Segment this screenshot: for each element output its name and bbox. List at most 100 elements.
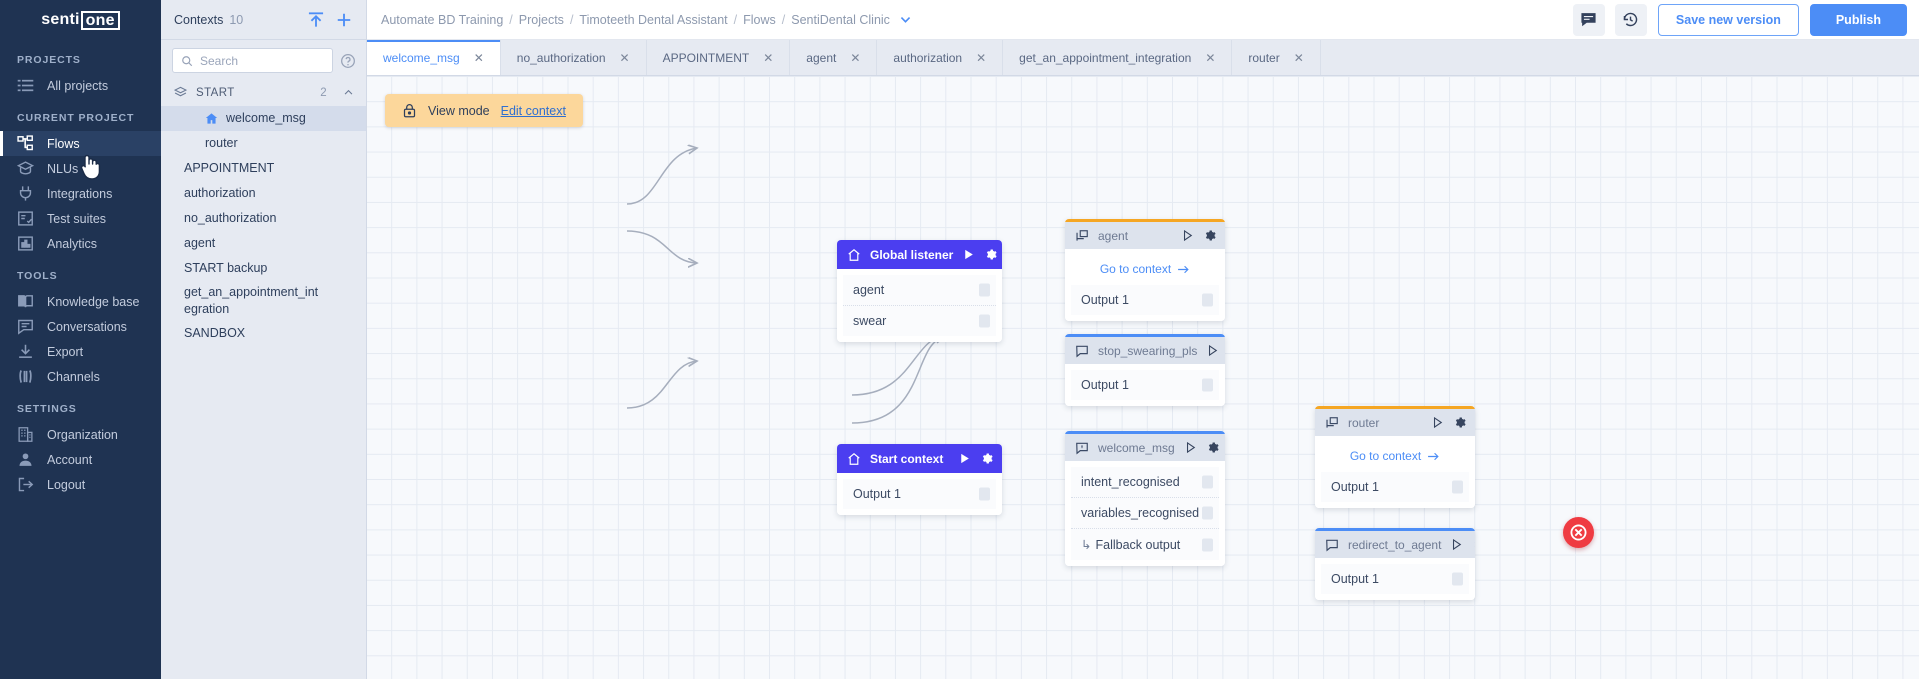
comment-icon[interactable] — [1572, 3, 1605, 36]
save-new-version-button[interactable]: Save new version — [1657, 3, 1799, 36]
tab-welcome-msg[interactable]: welcome_msg ✕ — [367, 40, 501, 75]
node-header[interactable]: Global listener — [837, 240, 1002, 269]
port-connector[interactable] — [1202, 378, 1213, 392]
breadcrumb-item-4[interactable]: SentiDental Clinic — [791, 12, 890, 27]
go-to-context-link[interactable]: Go to context — [1071, 255, 1219, 285]
context-item-get-an-appointment-integration[interactable]: get_an_appointment_integration — [161, 281, 336, 321]
sidebar-item-all-projects[interactable]: All projects — [0, 73, 161, 98]
play-icon[interactable] — [1431, 416, 1444, 429]
breadcrumb-item-0[interactable]: Automate BD Training — [381, 12, 504, 27]
close-icon[interactable]: ✕ — [473, 50, 484, 65]
tab-authorization[interactable]: authorization ✕ — [877, 40, 1004, 75]
sidebar-item-nlus[interactable]: NLUs — [0, 156, 161, 181]
go-to-context-link[interactable]: Go to context — [1321, 442, 1469, 472]
node-port-output-1[interactable]: Output 1 — [1071, 370, 1219, 400]
node-port-swear[interactable]: swear — [843, 305, 996, 336]
tab-no-authorization[interactable]: no_authorization ✕ — [500, 40, 647, 75]
sidebar-item-analytics[interactable]: Analytics — [0, 231, 161, 256]
close-icon[interactable]: ✕ — [976, 50, 987, 65]
sidebar-item-logout[interactable]: Logout — [0, 472, 161, 497]
node-welcome-msg[interactable]: welcome_msg intent_recognised variables_… — [1065, 431, 1225, 566]
node-error-end[interactable] — [1563, 517, 1594, 548]
tab-appointment[interactable]: APPOINTMENT ✕ — [646, 40, 791, 75]
search-box[interactable] — [172, 48, 333, 73]
import-context-icon[interactable] — [306, 10, 326, 30]
tab-agent[interactable]: agent ✕ — [790, 40, 878, 75]
sidebar-item-organization[interactable]: Organization — [0, 422, 161, 447]
node-router[interactable]: router Go to context Output 1 — [1315, 406, 1475, 508]
context-item-sandbox[interactable]: SANDBOX — [161, 321, 366, 346]
node-header[interactable]: welcome_msg — [1065, 434, 1225, 461]
breadcrumb-item-2[interactable]: Timoteeth Dental Assistant — [579, 12, 728, 27]
node-global-listener[interactable]: Global listener agent swear — [837, 240, 1002, 342]
port-connector[interactable] — [1202, 293, 1213, 307]
node-header[interactable]: Start context — [837, 444, 1002, 473]
gear-icon[interactable] — [984, 248, 997, 261]
play-icon[interactable] — [962, 248, 975, 261]
node-port-output-1[interactable]: Output 1 — [1321, 472, 1469, 502]
context-item-authorization[interactable]: authorization — [161, 181, 366, 206]
port-connector[interactable] — [1202, 475, 1213, 489]
chevron-down-icon[interactable] — [899, 13, 912, 26]
node-port-intent-recognised[interactable]: intent_recognised — [1071, 467, 1219, 497]
context-item-appointment[interactable]: APPOINTMENT — [161, 156, 366, 181]
context-group-start[interactable]: START 2 — [161, 79, 366, 106]
sidebar-item-flows[interactable]: Flows — [0, 131, 161, 156]
sidebar-item-knowledge-base[interactable]: Knowledge base — [0, 289, 161, 314]
publish-button[interactable]: Publish — [1809, 3, 1907, 36]
play-icon[interactable] — [1184, 441, 1197, 454]
context-item-agent[interactable]: agent — [161, 231, 366, 256]
node-header[interactable]: agent — [1065, 222, 1225, 249]
close-icon[interactable]: ✕ — [1205, 50, 1216, 65]
flow-canvas[interactable]: View mode Edit context Global listener a… — [367, 76, 1919, 679]
sidebar-item-conversations[interactable]: Conversations — [0, 314, 161, 339]
play-icon[interactable] — [1181, 229, 1194, 242]
edit-context-link[interactable]: Edit context — [500, 103, 566, 118]
port-connector[interactable] — [979, 314, 990, 328]
play-icon[interactable] — [1450, 538, 1463, 551]
node-header[interactable]: stop_swearing_pls — [1065, 337, 1225, 364]
history-icon[interactable] — [1614, 3, 1647, 36]
gear-icon[interactable] — [1206, 441, 1219, 454]
node-port-output-1[interactable]: Output 1 — [843, 479, 996, 509]
gear-icon[interactable] — [1472, 538, 1475, 551]
sidebar-item-export[interactable]: Export — [0, 339, 161, 364]
context-item-start-backup[interactable]: START backup — [161, 256, 366, 281]
sidebar-item-account[interactable]: Account — [0, 447, 161, 472]
add-context-icon[interactable] — [334, 10, 354, 30]
help-icon[interactable] — [340, 53, 356, 69]
sidebar-item-test-suites[interactable]: Test suites — [0, 206, 161, 231]
port-connector[interactable] — [1452, 572, 1463, 586]
search-input[interactable] — [200, 53, 324, 68]
node-port-agent[interactable]: agent — [843, 275, 996, 305]
node-agent[interactable]: agent Go to context Output 1 — [1065, 219, 1225, 321]
port-connector[interactable] — [1202, 506, 1213, 520]
gear-icon[interactable] — [1203, 229, 1216, 242]
sidebar-item-channels[interactable]: Channels — [0, 364, 161, 389]
node-start-context[interactable]: Start context Output 1 — [837, 444, 1002, 515]
close-icon[interactable]: ✕ — [850, 50, 861, 65]
tab-router[interactable]: router ✕ — [1232, 40, 1321, 75]
play-icon[interactable] — [1206, 344, 1219, 357]
context-item-router[interactable]: router — [161, 131, 366, 156]
node-stop-swearing-pls[interactable]: stop_swearing_pls Output 1 — [1065, 334, 1225, 406]
port-connector[interactable] — [979, 487, 990, 501]
context-item-welcome-msg[interactable]: welcome_msg — [161, 106, 366, 131]
port-connector[interactable] — [979, 283, 990, 297]
gear-icon[interactable] — [1453, 416, 1466, 429]
sidebar-item-integrations[interactable]: Integrations — [0, 181, 161, 206]
node-port-variables-recognised[interactable]: variables_recognised — [1071, 497, 1219, 528]
port-connector[interactable] — [1452, 480, 1463, 494]
port-connector[interactable] — [1202, 538, 1213, 551]
node-port-fallback-output[interactable]: ↳ Fallback output — [1071, 528, 1219, 560]
node-header[interactable]: redirect_to_agent — [1315, 531, 1475, 558]
close-icon[interactable]: ✕ — [763, 50, 774, 65]
play-icon[interactable] — [958, 452, 971, 465]
node-port-output-1[interactable]: Output 1 — [1321, 564, 1469, 594]
close-icon[interactable]: ✕ — [1293, 50, 1304, 65]
node-header[interactable]: router — [1315, 409, 1475, 436]
node-port-output-1[interactable]: Output 1 — [1071, 285, 1219, 315]
context-item-no-authorization[interactable]: no_authorization — [161, 206, 366, 231]
breadcrumb-item-1[interactable]: Projects — [518, 12, 564, 27]
node-redirect-to-agent[interactable]: redirect_to_agent Output 1 — [1315, 528, 1475, 600]
